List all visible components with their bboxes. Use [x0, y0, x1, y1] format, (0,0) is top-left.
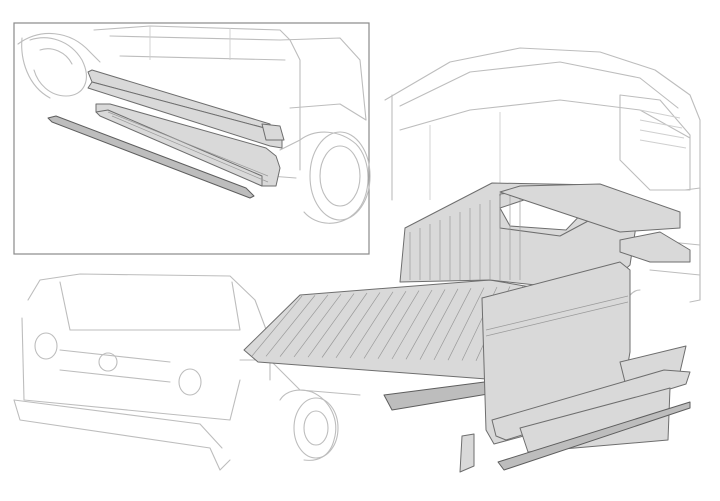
floor-rib [321, 292, 368, 358]
rear-bed-panel [399, 182, 691, 293]
floor-rib [335, 292, 381, 358]
van-front-outline [13, 273, 361, 471]
floor-rib [349, 291, 394, 359]
floor-rib [419, 288, 459, 360]
floor-rib [433, 288, 472, 361]
cargo-floor-panel [243, 279, 561, 411]
floor-rib [363, 291, 407, 359]
floor-rib [447, 287, 485, 361]
floor-rib [279, 294, 329, 357]
floor-rib [307, 293, 355, 358]
floor-rib [293, 293, 342, 358]
floor-rib [405, 289, 446, 360]
lower-sill-panels [459, 345, 691, 473]
floor-rib [377, 290, 420, 359]
van-rear-outline [384, 47, 701, 367]
floor-rib [391, 289, 433, 360]
floor-rib [251, 295, 303, 357]
inset-detail-frame [13, 22, 371, 255]
floor-rib [265, 295, 316, 357]
